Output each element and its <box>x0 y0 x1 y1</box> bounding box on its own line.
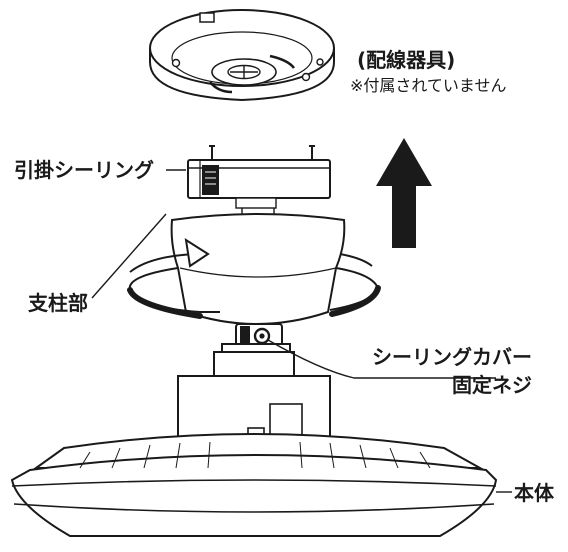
support-column-leader <box>91 213 167 299</box>
main-body-label: 本体 <box>514 481 555 505</box>
wiring-fixture <box>149 9 335 102</box>
support-column <box>170 208 346 325</box>
main-body <box>10 375 498 537</box>
hook-ceiling <box>187 145 331 209</box>
cover-screw-label-line1: シーリングカバー <box>372 345 532 369</box>
support-column-label: 支柱部 <box>28 291 88 315</box>
cover-screw-leader <box>267 339 496 379</box>
hook-ceiling-label: 引掛シーリング <box>14 158 154 182</box>
cover-screw-label-line2: 固定ネジ <box>452 373 532 397</box>
cover-fixing-screw <box>213 323 295 377</box>
wiring-fixture-note: ※付属されていません <box>350 76 506 95</box>
wiring-fixture-label: (配線器具) <box>357 48 455 72</box>
up-arrow-icon <box>376 138 432 248</box>
rotation-arrow-icon <box>127 237 381 319</box>
